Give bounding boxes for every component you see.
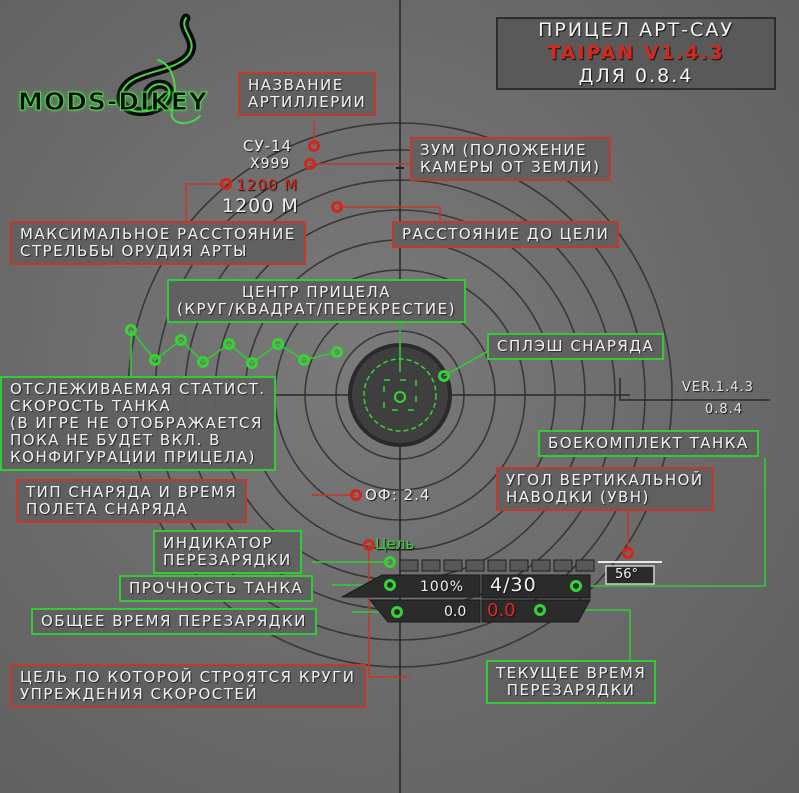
- elevation-panel: [605, 565, 655, 585]
- total-reload-value: 0.0: [444, 604, 467, 620]
- target-distance-value: 1200 М: [222, 195, 299, 217]
- label-reload-indicator: ИНДИКАТОР ПЕРЕЗАРЯДКИ: [153, 530, 302, 574]
- label-tracked-stat: ОТСЛЕЖИВАЕМАЯ СТАТИСТ. СКОРОСТЬ ТАНКА (В…: [0, 376, 276, 471]
- red-circle-marker-icon: [350, 489, 362, 501]
- title-line-3: ДЛЯ 0.8.4: [578, 65, 694, 87]
- label-ammo: БОЕКОМПЛЕКТ ТАНКА: [538, 430, 759, 457]
- red-circle-marker-icon: [220, 178, 232, 190]
- title-box: ПРИЦЕЛ АРТ-САУ TAIPAN V1.4.3 ДЛЯ 0.8.4: [496, 17, 776, 90]
- green-circle-marker-icon: [384, 579, 396, 591]
- ammo-panel: [481, 574, 591, 599]
- label-artillery-name: НАЗВАНИЕ АРТИЛЛЕРИИ: [238, 72, 377, 116]
- red-circle-marker-icon: [622, 547, 634, 559]
- label-splash: СПЛЭШ СНАРЯДА: [487, 333, 665, 360]
- green-circle-marker-icon: [298, 354, 310, 366]
- reticle-icon: [394, 391, 406, 403]
- label-total-reload: ОБЩЕЕ ВРЕМЯ ПЕРЕЗАРЯДКИ: [31, 608, 317, 635]
- label-shell-type: ТИП СНАРЯДА И ВРЕМЯ ПОЛЕТА СНАРЯДА: [16, 479, 248, 523]
- green-circle-marker-icon: [223, 338, 235, 350]
- label-target-circles: ЦЕЛЬ ПО КОТОРОЙ СТРОЯТСЯ КРУГИ УПРЕЖДЕНИ…: [10, 664, 366, 708]
- green-circle-marker-icon: [125, 324, 137, 336]
- max-range-value: 1200 М: [236, 176, 298, 194]
- title-line-1: ПРИЦЕЛ АРТ-САУ: [538, 19, 734, 41]
- red-circle-marker-icon: [363, 539, 375, 551]
- version-game: 0.8.4: [705, 402, 744, 417]
- label-center: ЦЕНТР ПРИЦЕЛА (КРУГ/КВАДРАТ/ПЕРЕКРЕСТИЕ): [167, 279, 466, 323]
- label-current-reload: ТЕКУЩЕЕ ВРЕМЯ ПЕРЕЗАРЯДКИ: [486, 660, 657, 704]
- green-circle-marker-icon: [331, 346, 343, 358]
- green-circle-marker-icon: [246, 357, 258, 369]
- title-version: TAIPAN V1.4.3: [547, 42, 725, 64]
- label-max-range: МАКСИМАЛЬНОЕ РАССТОЯНИЕ СТРЕЛЬБЫ ОРУДИЯ …: [10, 221, 306, 265]
- current-reload-value: 0.0: [487, 600, 516, 621]
- green-circle-marker-icon: [391, 606, 403, 618]
- green-circle-marker-icon: [272, 338, 284, 350]
- label-health: ПРОЧНОСТЬ ТАНКА: [119, 575, 314, 602]
- green-circle-marker-icon: [438, 370, 450, 382]
- label-elevation: УГОЛ ВЕРТИКАЛЬНОЙ НАВОДКИ (УВН): [496, 467, 714, 511]
- green-circle-marker-icon: [534, 604, 546, 616]
- red-circle-marker-icon: [331, 201, 343, 213]
- ammo-value: 4/30: [490, 574, 537, 596]
- target-word: Цель: [375, 535, 415, 553]
- green-circle-marker-icon: [175, 334, 187, 346]
- health-value: 100%: [420, 579, 465, 595]
- vehicle-name: СУ-14: [243, 137, 293, 155]
- green-circle-marker-icon: [197, 356, 209, 368]
- elevation-value: 56°: [615, 567, 639, 582]
- zoom-value: X999: [250, 156, 291, 172]
- version-ver: VER.1.4.3: [682, 380, 754, 395]
- green-circle-marker-icon: [149, 354, 161, 366]
- reload-bar: [399, 559, 595, 572]
- red-circle-marker-icon: [304, 158, 316, 170]
- label-zoom: ЗУМ (ПОЛОЖЕНИЕ КАМЕРЫ ОТ ЗЕМЛИ): [410, 137, 611, 181]
- shell-value: ОФ: 2.4: [365, 486, 431, 504]
- green-circle-marker-icon: [570, 580, 582, 592]
- label-target-distance: РАССТОЯНИЕ ДО ЦЕЛИ: [392, 221, 620, 248]
- logo-text: MODS-DIKEY: [18, 87, 208, 117]
- green-circle-marker-icon: [384, 556, 396, 568]
- red-circle-marker-icon: [308, 140, 320, 152]
- health-panel: [341, 574, 481, 598]
